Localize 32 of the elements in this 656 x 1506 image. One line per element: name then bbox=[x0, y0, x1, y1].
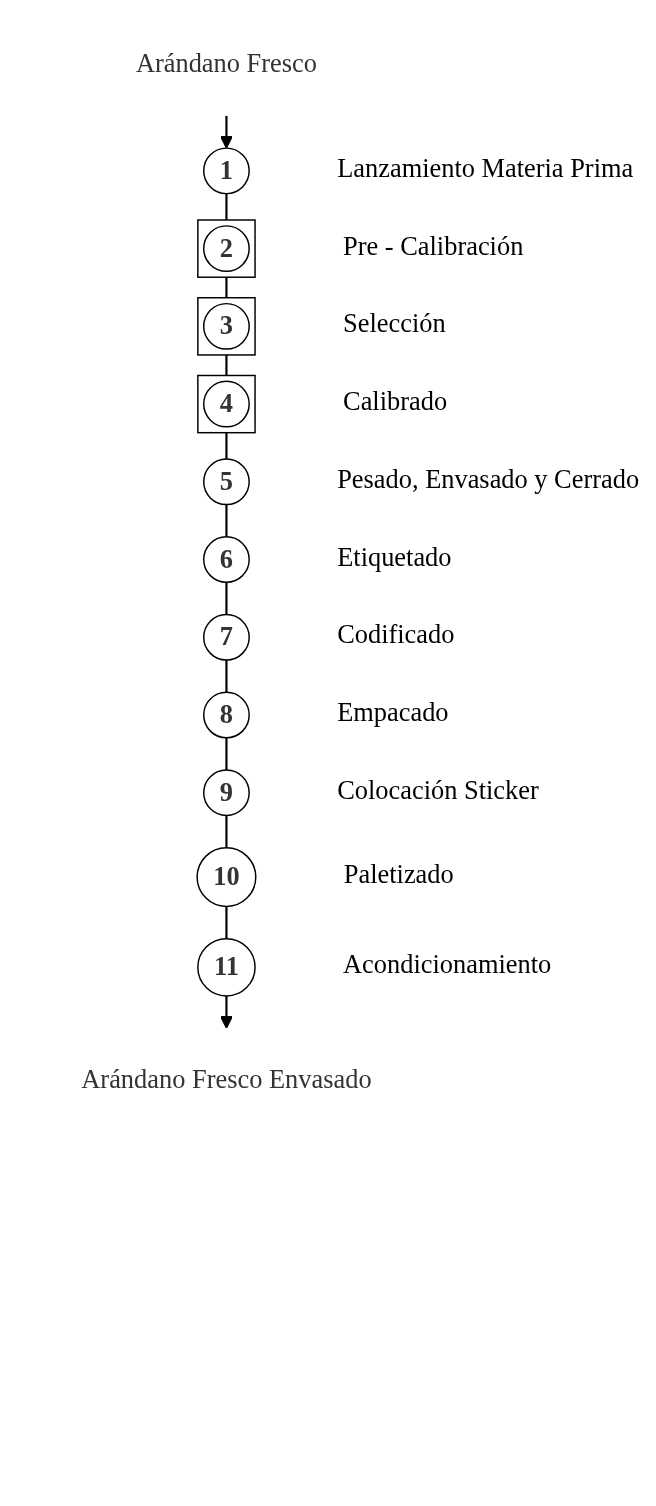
combined-operation-symbol: 3 bbox=[197, 297, 256, 356]
operation-circle: 6 bbox=[202, 536, 250, 584]
step-description: Pre - Calibración bbox=[343, 230, 524, 261]
connector bbox=[225, 737, 228, 771]
arrow bbox=[220, 115, 233, 149]
step-description: Paletizado bbox=[343, 859, 454, 890]
connector bbox=[225, 582, 228, 615]
arrow bbox=[220, 995, 233, 1029]
operation-circle: 10 bbox=[196, 847, 257, 908]
operation-circle: 5 bbox=[202, 458, 250, 506]
operation-circle: 11 bbox=[197, 937, 256, 997]
operation-circle: 8 bbox=[202, 691, 250, 739]
step-description: Etiquetado bbox=[337, 541, 452, 572]
operation-circle: 9 bbox=[202, 769, 250, 817]
step-description: Colocación Sticker bbox=[337, 774, 539, 805]
text-label: Arándano Fresco Envasado bbox=[81, 1064, 372, 1095]
connector bbox=[225, 660, 228, 693]
connector bbox=[225, 504, 228, 537]
step-description: Pesado, Envasado y Cerrado bbox=[337, 463, 640, 494]
step-description: Codificado bbox=[337, 619, 455, 650]
step-description: Empacado bbox=[337, 697, 449, 728]
step-description: Acondicionamiento bbox=[343, 949, 552, 980]
operation-circle: 7 bbox=[202, 613, 250, 661]
connector bbox=[225, 815, 228, 848]
combined-operation-symbol: 4 bbox=[197, 374, 256, 434]
connector bbox=[225, 906, 228, 939]
combined-operation-symbol: 2 bbox=[197, 219, 256, 278]
operation-circle: 1 bbox=[202, 147, 250, 195]
step-description: Calibrado bbox=[343, 386, 448, 417]
step-description: Lanzamiento Materia Prima bbox=[337, 152, 634, 183]
text-label: Arándano Fresco bbox=[135, 48, 317, 78]
step-description: Selección bbox=[343, 308, 446, 339]
